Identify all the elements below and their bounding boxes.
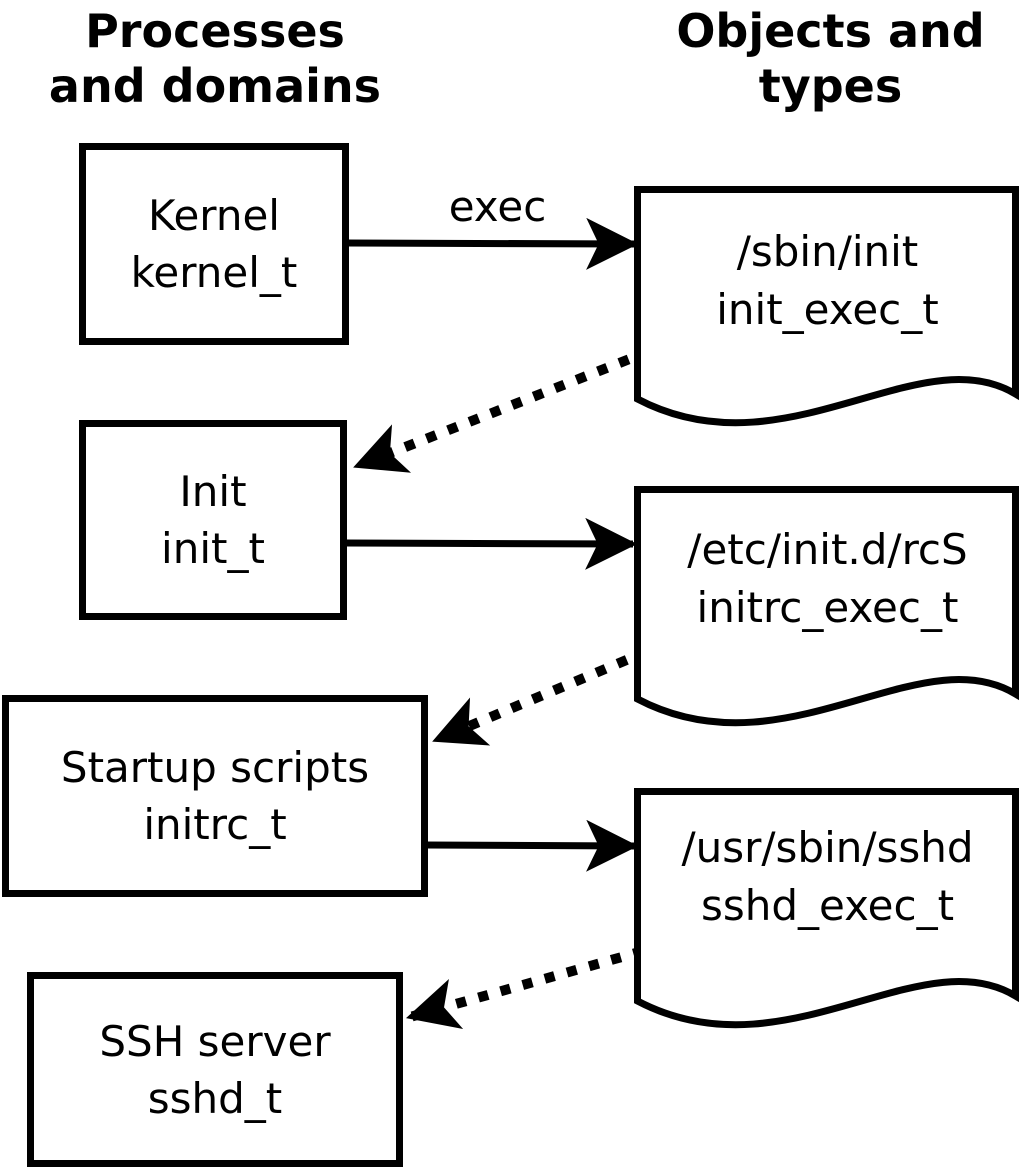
object-type: init_exec_t bbox=[716, 285, 939, 334]
exec-arrow-kernel-to-sbininit bbox=[345, 217, 639, 270]
transition-arrow-to-sshd bbox=[405, 946, 645, 1029]
object-path: /etc/init.d/rcS bbox=[687, 525, 968, 574]
transition-arrow-to-init bbox=[353, 346, 652, 473]
process-domain: kernel_t bbox=[130, 248, 298, 297]
header-line: types bbox=[758, 59, 903, 113]
document-shape-sbininit bbox=[634, 186, 1019, 427]
header-line: and domains bbox=[48, 59, 382, 113]
header-line: Objects and bbox=[676, 4, 985, 58]
exec-arrow-init-to-rcs bbox=[343, 517, 638, 570]
process-box-init: Init init_t bbox=[79, 420, 347, 620]
process-box-ssh-server: SSH server sshd_t bbox=[27, 972, 403, 1167]
document-shape-rcs bbox=[634, 486, 1019, 727]
document-shape-sshd bbox=[634, 788, 1019, 1029]
process-domain: init_t bbox=[161, 524, 265, 573]
header-line: Processes bbox=[85, 4, 345, 58]
object-path: /sbin/init bbox=[736, 227, 919, 276]
process-name: SSH server bbox=[99, 1016, 331, 1066]
objects-column-header: Objects and types bbox=[638, 4, 1023, 114]
process-box-startup-scripts: Startup scripts initrc_t bbox=[2, 695, 428, 897]
object-path: /usr/sbin/sshd bbox=[681, 823, 974, 872]
process-box-kernel: Kernel kernel_t bbox=[79, 143, 349, 345]
process-domain: initrc_t bbox=[143, 800, 287, 849]
exec-arrow-initrc-to-sshd bbox=[424, 819, 639, 872]
object-doc-rcs: /etc/init.d/rcS initrc_exec_t bbox=[640, 521, 1015, 637]
transition-arrow-to-initrc bbox=[432, 646, 650, 746]
process-name: Init bbox=[179, 467, 247, 516]
exec-arrow-label: exec bbox=[448, 182, 547, 231]
process-name: Startup scripts bbox=[60, 743, 370, 792]
processes-column-header: Processes and domains bbox=[30, 4, 400, 114]
process-domain: sshd_t bbox=[147, 1073, 283, 1123]
process-name: Kernel bbox=[148, 191, 280, 240]
object-type: initrc_exec_t bbox=[696, 583, 959, 632]
object-doc-sbininit: /sbin/init init_exec_t bbox=[640, 223, 1015, 339]
object-type: sshd_exec_t bbox=[700, 881, 955, 930]
object-doc-sshd: /usr/sbin/sshd sshd_exec_t bbox=[640, 819, 1015, 935]
